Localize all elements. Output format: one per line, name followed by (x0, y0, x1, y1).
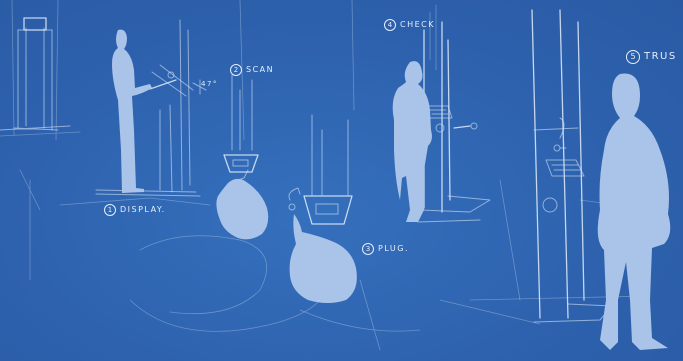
totem-kiosk-sketch (0, 0, 80, 140)
step-label-display: 1 DISPLAY. (104, 204, 166, 216)
person-check-figure (393, 61, 432, 222)
step-number-badge: 1 (104, 204, 116, 216)
step-number-badge: 3 (362, 243, 374, 255)
step-label-check: 4 CHECK (384, 19, 435, 31)
person-plug-figure (290, 214, 357, 303)
step-label-plug: 3 PLUG. (362, 243, 409, 255)
person-scan-figure (216, 179, 268, 239)
step-label-scan: 2 SCAN (230, 64, 274, 76)
step-label-trust: 5 TRUS (626, 50, 677, 64)
person-trust-figure (598, 73, 671, 350)
step-text: TRUS (644, 51, 677, 62)
step-text: CHECK (400, 20, 435, 29)
step-number-badge: 4 (384, 19, 396, 31)
step-text: SCAN (246, 65, 274, 74)
plug-kiosk-sketch (289, 115, 352, 224)
step-text: DISPLAY. (120, 205, 166, 214)
angle-annotation: 47° (201, 80, 218, 88)
step-number-badge: 5 (626, 50, 640, 64)
scan-kiosk-sketch (224, 75, 258, 189)
step-text: PLUG. (378, 244, 409, 253)
step-number-badge: 2 (230, 64, 242, 76)
person-display-figure (112, 30, 152, 193)
